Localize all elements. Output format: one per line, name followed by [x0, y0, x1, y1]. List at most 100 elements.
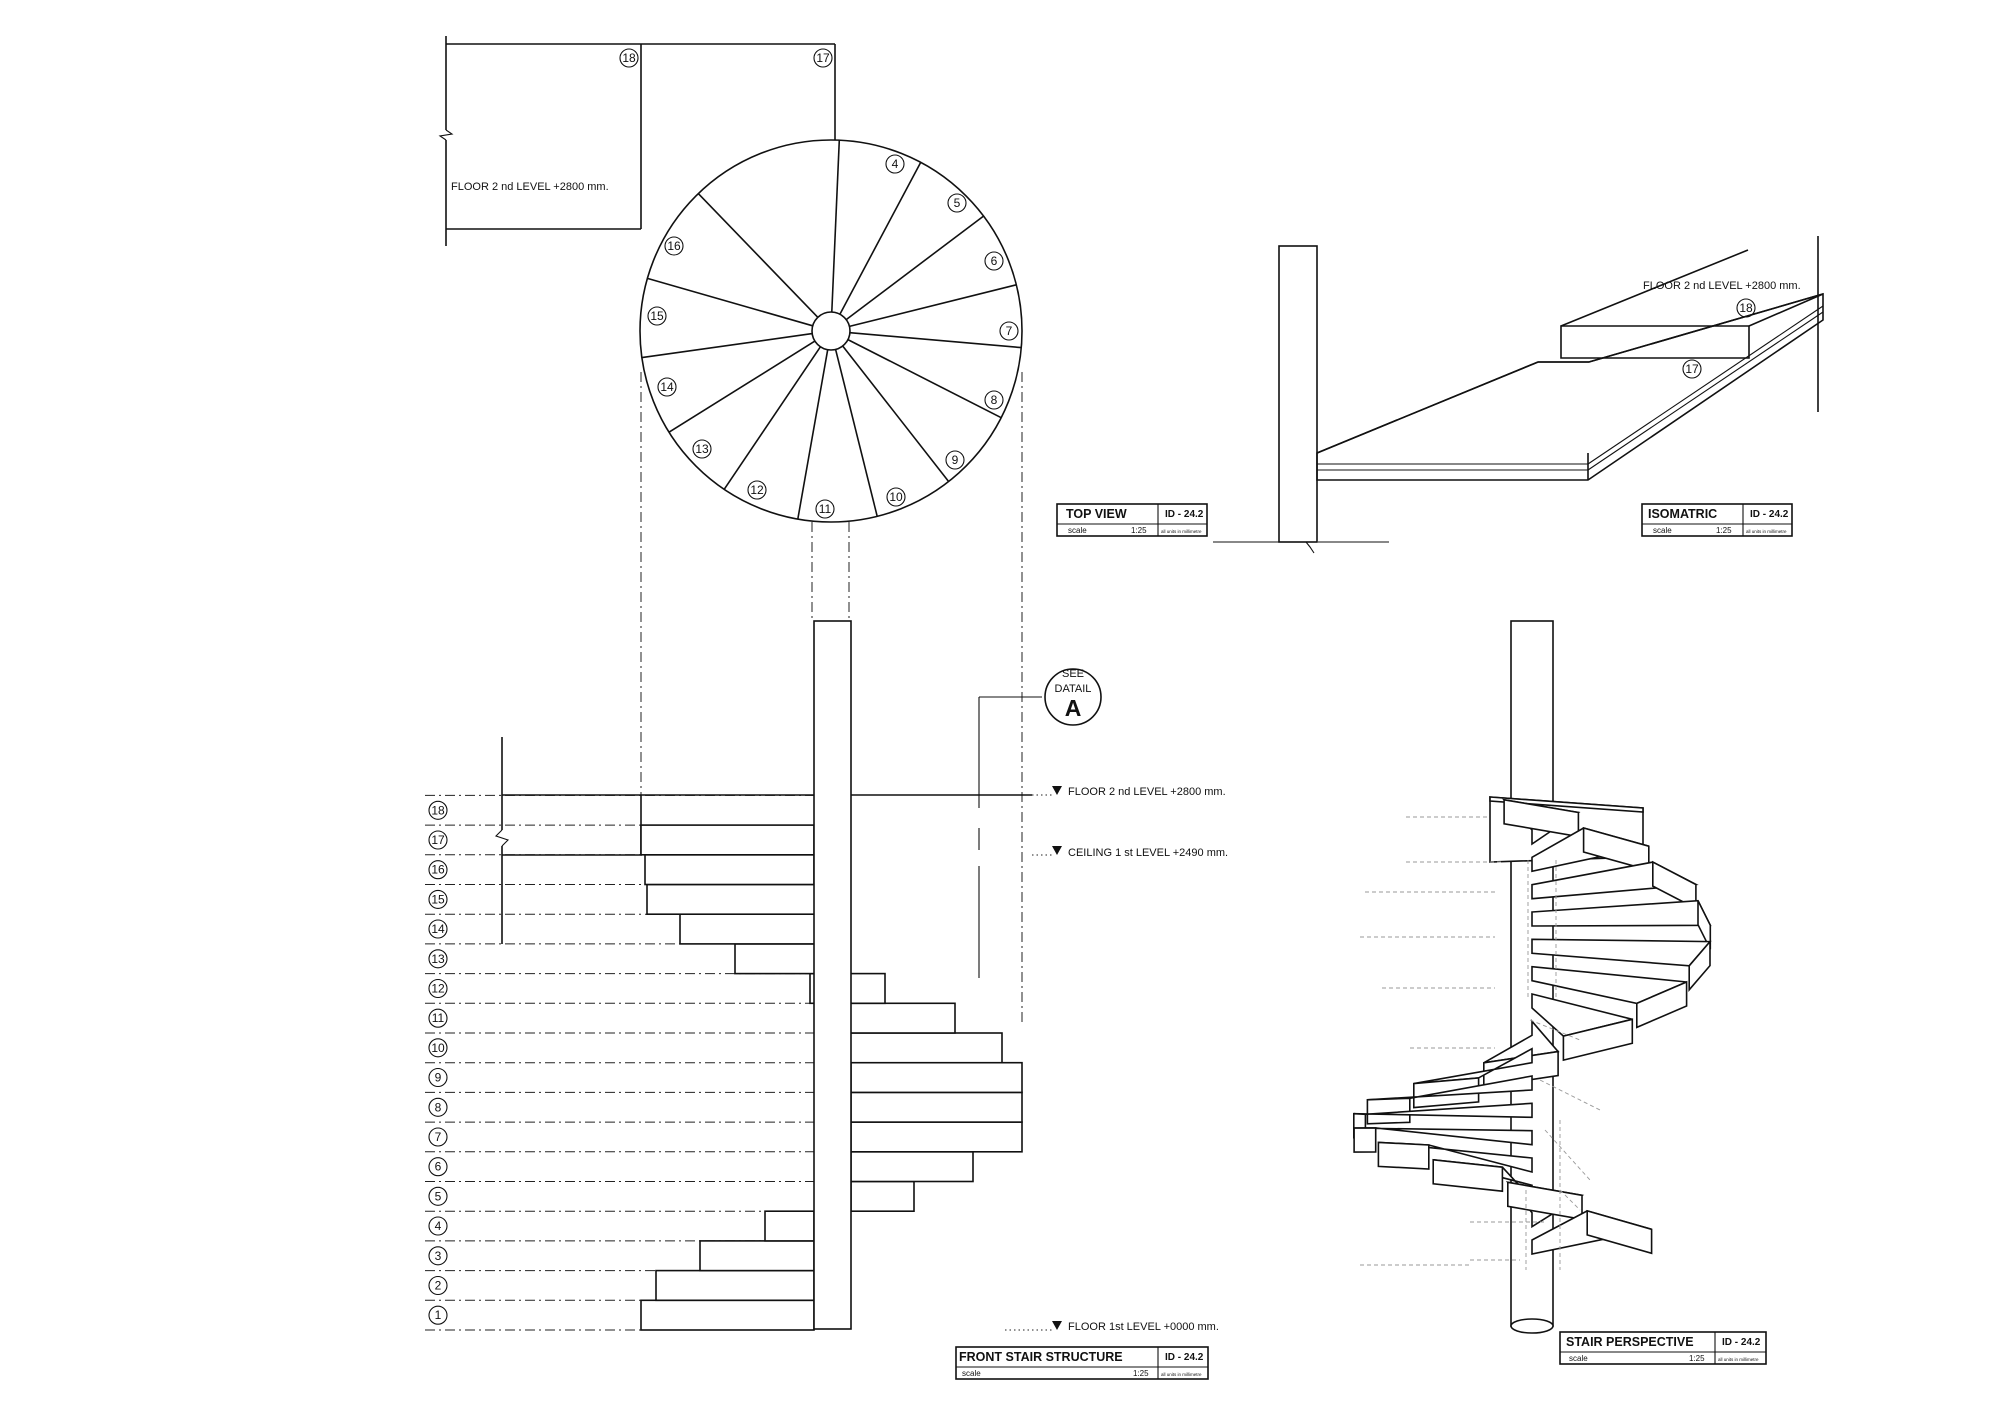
- persp-tread-riser: [1562, 1018, 1634, 1062]
- front-step-8: 8: [428, 1097, 448, 1117]
- top-step-16: 16: [664, 236, 684, 256]
- svg-text:15: 15: [650, 309, 664, 323]
- svg-text:6: 6: [991, 254, 998, 268]
- svg-text:9: 9: [952, 453, 959, 467]
- top-step-treads: [641, 140, 1022, 520]
- front-tread: [644, 853, 815, 886]
- front-floor1-label: FLOOR 1st LEVEL +0000 mm.: [1068, 1321, 1219, 1333]
- svg-text:17: 17: [1685, 362, 1699, 376]
- top-tread-edge: [842, 345, 950, 482]
- svg-text:5: 5: [435, 1189, 442, 1203]
- top-floor2-label: FLOOR 2 nd LEVEL +2800 mm.: [451, 181, 609, 193]
- persp-tread-riser: [1353, 1127, 1377, 1153]
- svg-text:ID - 24.2: ID - 24.2: [1165, 1352, 1204, 1363]
- top-step-15: 15: [647, 306, 667, 326]
- svg-text:4: 4: [435, 1219, 442, 1233]
- top-tread-edge: [834, 349, 878, 517]
- title-block-isometric: ISOMATRIC ID - 24.2 scale 1:25 all units…: [1641, 503, 1793, 537]
- svg-text:5: 5: [954, 196, 961, 210]
- front-tread: [699, 1240, 815, 1272]
- front-step-2: 2: [428, 1275, 448, 1296]
- svg-text:6: 6: [435, 1160, 442, 1174]
- svg-text:12: 12: [750, 483, 764, 497]
- svg-text:17: 17: [431, 833, 445, 847]
- front-floor2-label: FLOOR 2 nd LEVEL +2800 mm.: [1068, 786, 1226, 798]
- svg-text:A: A: [1065, 695, 1082, 721]
- svg-text:10: 10: [431, 1041, 445, 1055]
- svg-text:1:25: 1:25: [1133, 1369, 1149, 1378]
- top-tread-edge: [847, 338, 1002, 419]
- front-tread: [646, 883, 818, 916]
- svg-text:2: 2: [435, 1279, 442, 1293]
- front-tread: [764, 1210, 815, 1242]
- title-block-perspective: STAIR PERSPECTIVE ID - 24.2 scale 1:25 a…: [1559, 1331, 1767, 1365]
- svg-text:18: 18: [431, 803, 445, 817]
- front-step-5: 5: [428, 1186, 448, 1206]
- persp-hidden-lines: [1360, 816, 1601, 1270]
- svg-text:ID - 24.2: ID - 24.2: [1165, 509, 1204, 520]
- front-step-7: 7: [428, 1127, 448, 1147]
- top-step-13: 13: [692, 439, 712, 459]
- front-step-11: 11: [428, 1008, 448, 1028]
- front-tread: [850, 1061, 1023, 1094]
- svg-text:11: 11: [819, 502, 832, 516]
- top-step-17: 17: [813, 48, 833, 68]
- front-tread: [655, 1269, 815, 1302]
- svg-text:15: 15: [431, 892, 445, 906]
- iso-step-17: 17: [1682, 359, 1702, 379]
- svg-text:17: 17: [816, 51, 830, 65]
- front-step-16: 16: [428, 860, 448, 880]
- front-tread: [850, 1180, 915, 1213]
- top-step-11: 11: [815, 499, 835, 519]
- front-center-column: [813, 620, 852, 1330]
- persp-tread-riser: [1586, 1209, 1653, 1255]
- persp-treads: [1353, 798, 1712, 1255]
- front-tread: [850, 1091, 1023, 1123]
- front-ceiling-marker: CEILING 1 st LEVEL +2490 mm.: [1052, 846, 1228, 859]
- isometric-view: FLOOR 2 nd LEVEL +2800 mm. 18 17: [1213, 236, 1824, 554]
- svg-text:all units in millimetre: all units in millimetre: [1718, 1357, 1759, 1362]
- top-tread-edge: [797, 349, 829, 520]
- front-step-3: 3: [428, 1246, 448, 1266]
- svg-text:1: 1: [435, 1308, 442, 1322]
- svg-text:8: 8: [991, 393, 998, 407]
- svg-text:8: 8: [435, 1100, 442, 1114]
- top-step-6: 6: [984, 251, 1004, 271]
- top-tread-edge: [647, 277, 813, 327]
- svg-text:scale: scale: [1569, 1354, 1588, 1363]
- svg-text:scale: scale: [1653, 526, 1672, 535]
- top-tread-edge: [668, 340, 816, 433]
- iso-landing-block: [1560, 249, 1824, 359]
- svg-text:1:25: 1:25: [1131, 526, 1147, 535]
- title-block-front: FRONT STAIR STRUCTURE ID - 24.2 scale 1:…: [955, 1346, 1209, 1380]
- svg-text:9: 9: [435, 1071, 442, 1085]
- svg-text:4: 4: [892, 157, 899, 171]
- top-step-8: 8: [984, 390, 1004, 410]
- iso-column: [1278, 245, 1318, 543]
- svg-text:ISOMATRIC: ISOMATRIC: [1648, 507, 1717, 521]
- svg-text:18: 18: [1739, 301, 1753, 315]
- front-step-4: 4: [428, 1216, 448, 1236]
- svg-text:FRONT STAIR STRUCTURE: FRONT STAIR STRUCTURE: [959, 1350, 1123, 1364]
- front-step-17: 17: [428, 830, 448, 850]
- top-tread-edge: [831, 140, 841, 313]
- front-step-1: 1: [428, 1305, 448, 1325]
- top-step-4: 4: [885, 154, 905, 174]
- front-tread: [844, 1032, 1003, 1064]
- svg-text:16: 16: [431, 863, 445, 877]
- svg-text:1:25: 1:25: [1716, 526, 1732, 535]
- top-step-7: 7: [999, 321, 1019, 341]
- persp-tread-top: [1531, 938, 1712, 967]
- top-tread-edge: [839, 162, 922, 315]
- svg-text:10: 10: [889, 490, 903, 504]
- top-step-10: 10: [886, 487, 906, 507]
- front-step-15: 15: [428, 889, 448, 909]
- svg-text:SEE: SEE: [1062, 668, 1084, 680]
- front-step-18: 18: [428, 800, 448, 820]
- svg-text:ID - 24.2: ID - 24.2: [1750, 509, 1789, 520]
- iso-step-18: 18: [1736, 298, 1756, 318]
- top-center-column: [811, 311, 851, 351]
- front-step-14: 14: [428, 919, 448, 939]
